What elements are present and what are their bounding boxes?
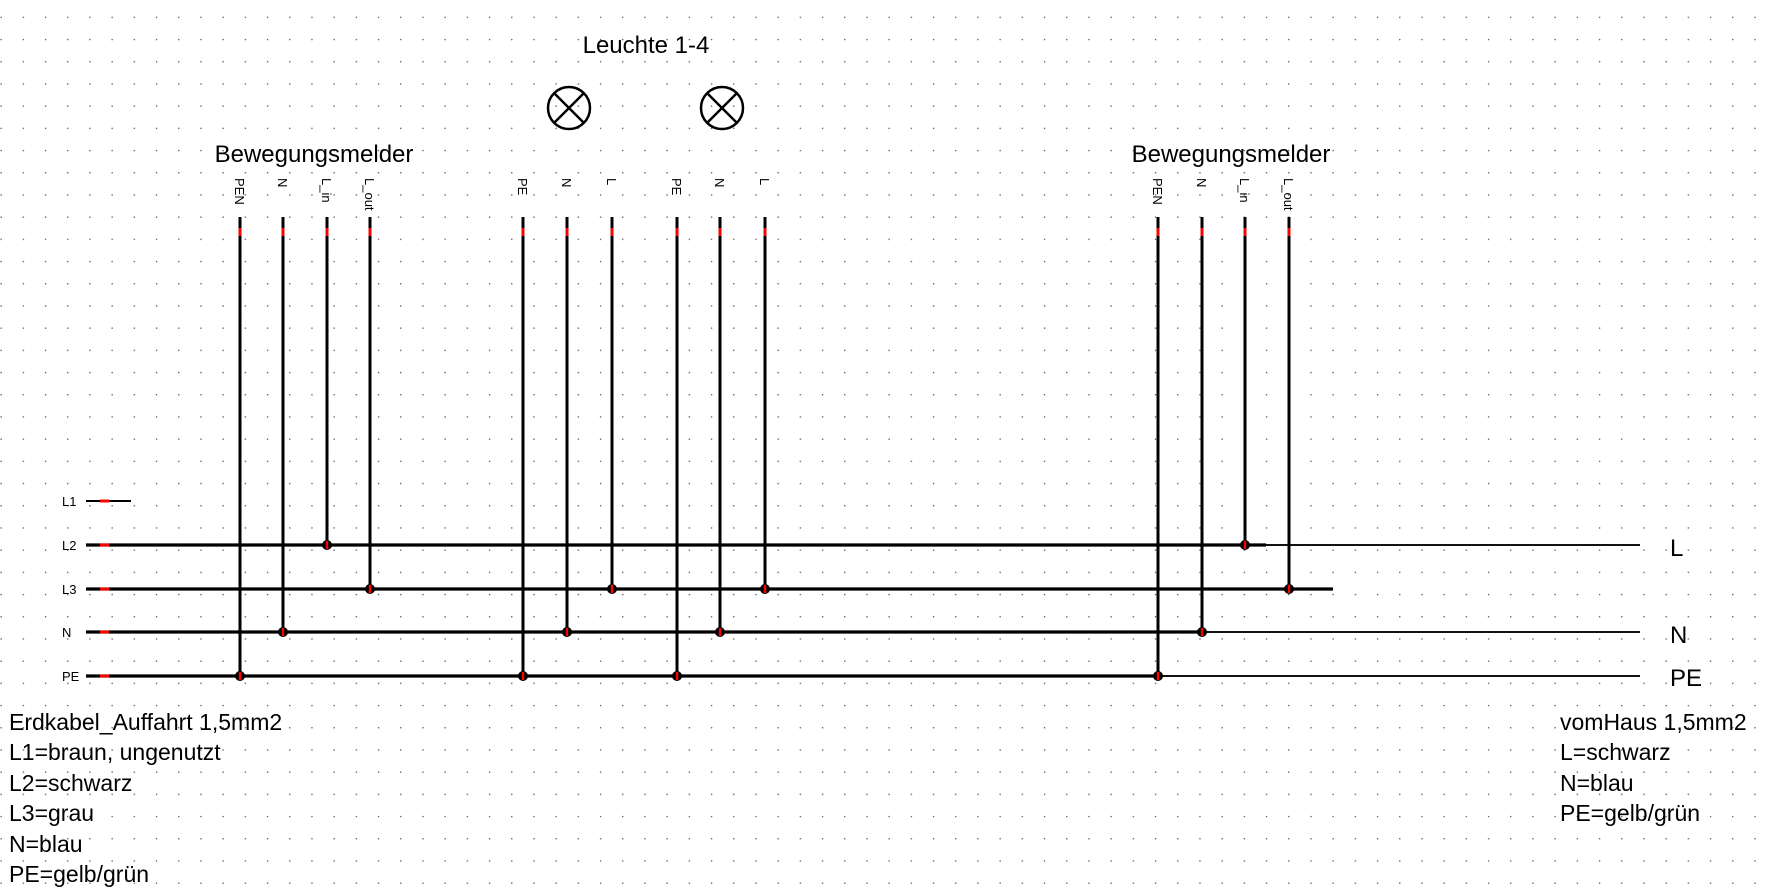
bus-label-right-n: N <box>1670 622 1687 649</box>
pin-marker <box>100 630 109 634</box>
pin-label-pe: PE <box>669 178 684 196</box>
pin-marker <box>675 228 679 236</box>
note-line: PE=gelb/grün <box>9 861 149 887</box>
pin-marker <box>100 499 109 503</box>
pin-label-l-in: L_in <box>1237 178 1252 203</box>
note-line: N=blau <box>1560 770 1634 796</box>
pin-marker <box>325 228 329 236</box>
junction-marker <box>368 585 372 593</box>
pin-label-n: N <box>712 178 727 187</box>
note-line: PE=gelb/grün <box>1560 800 1700 826</box>
pin-marker <box>281 228 285 236</box>
pin-marker <box>1200 228 1204 236</box>
pin-marker <box>521 228 525 236</box>
note-line: L2=schwarz <box>9 770 132 796</box>
junction-marker <box>718 628 722 636</box>
bus-label-pe: PE <box>62 669 80 684</box>
note-line: L3=grau <box>9 800 94 826</box>
pin-label-l-out: L_out <box>1281 178 1296 211</box>
motion-sensor-right-label: Bewegungsmelder <box>1132 141 1331 168</box>
pin-marker <box>610 228 614 236</box>
motion-sensor-left-label: Bewegungsmelder <box>215 141 414 168</box>
bus-label-l2: L2 <box>62 538 76 553</box>
junction-marker <box>675 672 679 680</box>
pin-marker <box>1243 228 1247 236</box>
note-line: N=blau <box>9 831 83 857</box>
pin-marker <box>100 543 109 547</box>
bus-label-l3: L3 <box>62 582 76 597</box>
notes-left: Erdkabel_Auffahrt 1,5mm2 L1=braun, ungen… <box>9 709 282 887</box>
pin-label-n: N <box>275 178 290 187</box>
bus-label-l1: L1 <box>62 494 76 509</box>
pin-marker <box>565 228 569 236</box>
junction-marker <box>1287 585 1291 593</box>
pin-marker <box>1156 228 1160 236</box>
pin-marker <box>100 674 109 678</box>
pin-marker <box>238 228 242 236</box>
title: Leuchte 1-4 <box>583 32 710 59</box>
note-line: L=schwarz <box>1560 739 1671 765</box>
pin-marker <box>368 228 372 236</box>
pin-label-l: L <box>604 178 619 185</box>
junction-marker <box>565 628 569 636</box>
pin-label-n: N <box>559 178 574 187</box>
pin-label-pen: PEN <box>232 178 247 205</box>
pin-marker <box>718 228 722 236</box>
junction-marker <box>325 541 329 549</box>
note-line: vomHaus 1,5mm2 <box>1560 709 1747 735</box>
pin-marker <box>100 587 109 591</box>
lamp-1-icon[interactable] <box>546 85 592 131</box>
pin-marker <box>1287 228 1291 236</box>
junction-marker <box>521 672 525 680</box>
note-line: Erdkabel_Auffahrt 1,5mm2 <box>9 709 282 735</box>
junction-marker <box>610 585 614 593</box>
note-line: L1=braun, ungenutzt <box>9 739 221 765</box>
junction-marker <box>1156 672 1160 680</box>
junction-marker <box>281 628 285 636</box>
bus-label-right-l: L <box>1670 535 1683 562</box>
junction-marker <box>763 585 767 593</box>
pin-label-l-out: L_out <box>362 178 377 211</box>
bus-label-right-pe: PE <box>1670 665 1702 692</box>
pin-marker <box>763 228 767 236</box>
pin-label-l-in: L_in <box>319 178 334 203</box>
pin-label-pen: PEN <box>1150 178 1165 205</box>
pin-label-n: N <box>1194 178 1209 187</box>
bus-label-n: N <box>62 625 71 640</box>
junction-marker <box>238 672 242 680</box>
junction-marker <box>1200 628 1204 636</box>
junction-marker <box>1243 541 1247 549</box>
pin-label-pe: PE <box>515 178 530 196</box>
pin-label-l: L <box>757 178 772 185</box>
lamp-2-icon[interactable] <box>699 85 745 131</box>
notes-right: vomHaus 1,5mm2 L=schwarz N=blau PE=gelb/… <box>1560 709 1747 826</box>
